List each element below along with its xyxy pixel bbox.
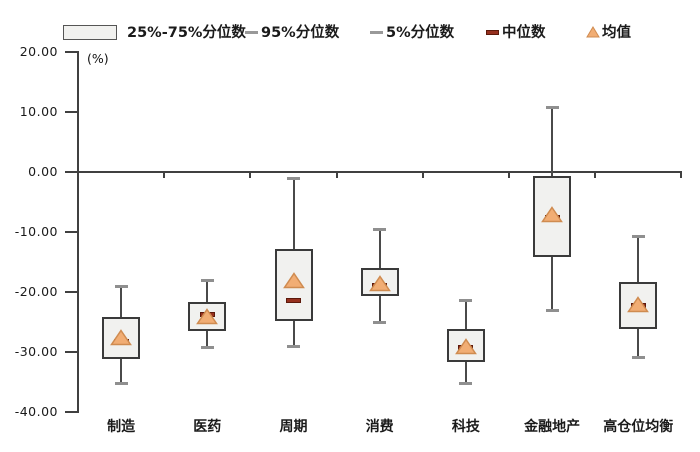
p5-whisker-cap (459, 381, 473, 385)
legend-item-label: 均值 (602, 25, 631, 41)
iqr-box (102, 317, 141, 359)
x-category-label: 制造 (107, 419, 136, 435)
box-swatch-icon (63, 25, 117, 40)
x-axis-tick (421, 171, 424, 178)
x-category-label: 科技 (451, 419, 480, 435)
p95-whisker-cap (287, 177, 300, 181)
p5-whisker-cap (200, 346, 214, 350)
legend-item-label: 95%分位数 (261, 25, 340, 41)
mean-marker (368, 274, 391, 292)
p95-dash-icon (245, 31, 258, 34)
y-axis-tick (65, 230, 78, 233)
x-axis-tick (163, 171, 166, 178)
p95-whisker-cap (373, 228, 387, 232)
p5-whisker-cap (631, 356, 645, 359)
x-axis-tick (680, 171, 683, 178)
legend-item-label: 中位数 (502, 25, 546, 41)
y-axis-tick (65, 50, 78, 53)
y-tick-label: 0.00 (28, 163, 58, 179)
mean-marker (541, 205, 564, 223)
p95-whisker-cap (545, 105, 559, 109)
x-category-label: 消费 (365, 419, 394, 435)
p5-dash-icon (370, 31, 383, 34)
x-category-label: 金融地产 (524, 419, 581, 435)
median-marker (286, 298, 301, 303)
mean-marker (282, 272, 305, 289)
y-axis-unit-label: (%) (87, 51, 109, 66)
x-axis-tick (249, 171, 252, 178)
y-tick-label: 20.00 (19, 43, 58, 59)
x-axis-tick (508, 171, 510, 178)
y-axis-tick (65, 350, 78, 353)
p5-whisker-cap (114, 381, 128, 385)
iqr-box (360, 267, 399, 297)
x-axis-tick (594, 171, 597, 178)
p5-whisker-cap (287, 345, 300, 349)
iqr-box (533, 176, 572, 257)
p5-whisker-cap (373, 321, 387, 325)
y-axis-line (77, 50, 79, 413)
mean-marker (454, 338, 477, 355)
p95-whisker-cap (114, 285, 128, 289)
y-tick-label: -40.00 (14, 403, 58, 419)
y-axis-tick (65, 290, 78, 293)
median-dash-icon (486, 30, 499, 35)
p95-whisker-cap (459, 299, 473, 302)
legend-item-label: 5%分位数 (386, 25, 455, 41)
mean-marker (110, 329, 133, 346)
y-tick-label: -20.00 (14, 283, 58, 299)
y-axis-tick (65, 170, 78, 173)
y-axis-tick (65, 410, 78, 413)
mean-triangle-icon (586, 26, 600, 38)
x-category-label: 周期 (279, 419, 308, 435)
p95-whisker-cap (200, 279, 214, 283)
x-axis-tick (335, 171, 338, 178)
x-category-label: 医药 (193, 419, 222, 435)
p95-whisker-cap (631, 234, 645, 238)
zero-axis-line (78, 170, 683, 173)
y-tick-label: 10.00 (19, 103, 58, 119)
y-tick-label: -30.00 (14, 343, 58, 359)
mean-marker (196, 307, 219, 325)
legend-item-label: 25%-75%分位数 (127, 25, 246, 41)
p5-whisker-cap (545, 309, 559, 313)
y-axis-tick (65, 110, 78, 113)
y-tick-label: -10.00 (14, 223, 58, 239)
x-category-label: 高仓位均衡 (603, 419, 674, 435)
mean-marker (627, 295, 650, 313)
